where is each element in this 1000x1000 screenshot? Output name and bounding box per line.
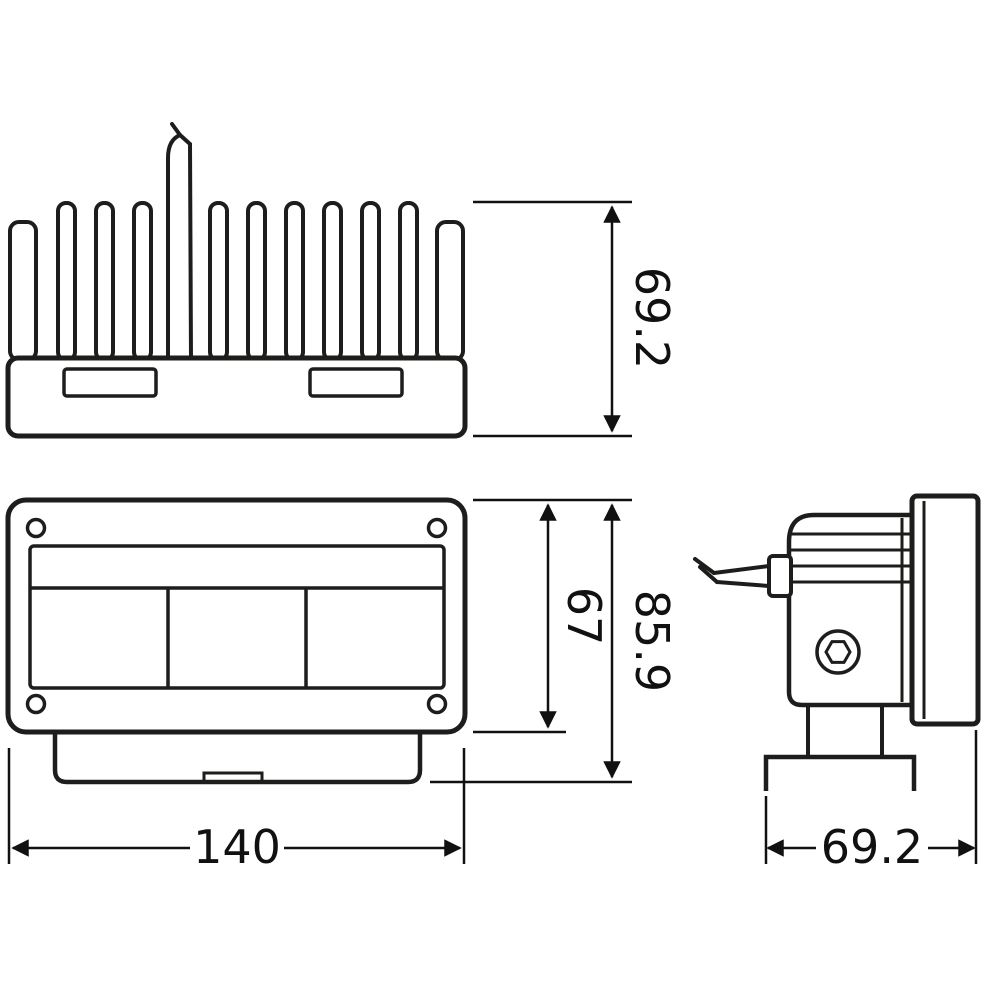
base-slot-left (62, 367, 158, 398)
cable-gland (767, 554, 793, 598)
corner-screw-top-right (426, 517, 448, 539)
corner-screw-bottom-right (426, 693, 448, 715)
lens-area (28, 544, 446, 690)
dimension-label-lamp-height: 67 (557, 587, 611, 646)
cable-top-view (166, 132, 193, 361)
side-body (786, 512, 915, 708)
label-background (816, 822, 928, 872)
dimension-label-top-height: 69.2 (625, 267, 679, 369)
dimension-top-height: 69.2 (473, 200, 679, 438)
pivot-bolt (815, 629, 861, 675)
heatsink-wall-right (435, 220, 465, 362)
dimension-label-total-height: 85.9 (625, 590, 679, 692)
lamp-face-outer (5, 497, 468, 735)
dimension-front-heights: 67 85.9 (430, 498, 679, 784)
heatsink-wall-left (8, 220, 38, 362)
label-background (190, 822, 284, 872)
bracket-foot (763, 754, 917, 791)
pivot-bolt-hex (824, 640, 852, 664)
corner-screw-top-left (25, 517, 47, 539)
top-view (5, 122, 468, 439)
heatsink-fins (56, 201, 419, 362)
side-fin-lines (790, 532, 910, 584)
cable-side-view (693, 557, 771, 588)
base-slot-right (308, 367, 404, 398)
mount-bracket-front (52, 732, 423, 785)
lens-block (909, 493, 981, 727)
dimension-depth: 69.2 (764, 730, 978, 874)
bracket-notch (202, 771, 264, 782)
dimension-width: 140 (7, 748, 466, 874)
corner-screw-bottom-left (25, 693, 47, 715)
front-view (5, 497, 468, 785)
dimension-label-depth: 69.2 (821, 820, 923, 874)
dimension-label-width: 140 (193, 820, 281, 874)
cable-tip (170, 122, 182, 137)
side-view (693, 493, 981, 791)
